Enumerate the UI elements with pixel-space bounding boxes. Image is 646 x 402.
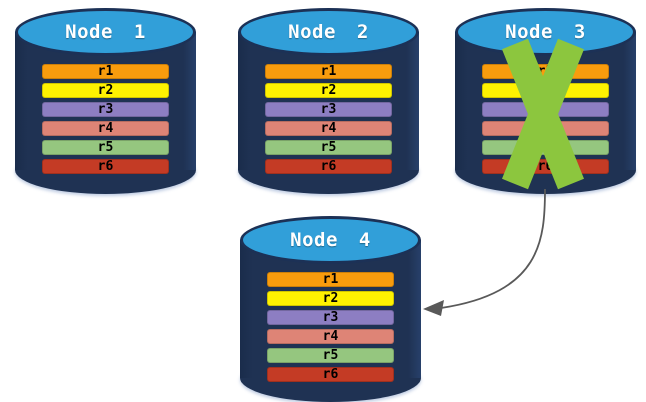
record-bar: r5 xyxy=(267,348,394,363)
node-title: Node 3 xyxy=(505,21,586,43)
record-bar: r2 xyxy=(267,291,394,306)
node-4-cylinder: Node 4 r1 r2 r3 r4 r5 r6 xyxy=(240,216,421,402)
node-title: Node 1 xyxy=(65,21,146,43)
node-1-cylinder: Node 1 r1 r2 r3 r4 r5 r6 xyxy=(15,8,196,194)
node-2-cylinder: Node 2 r1 r2 r3 r4 r5 r6 xyxy=(238,8,419,194)
record-bar: r6 xyxy=(267,367,394,382)
cylinder-top: Node 1 xyxy=(15,8,196,56)
cylinder-top: Node 4 xyxy=(240,216,421,264)
record-list: r1 r2 r3 r4 r5 r6 xyxy=(42,64,169,178)
record-bar: r4 xyxy=(42,121,169,136)
node-3-cylinder: Node 3 r1 r2 r3 r4 r5 r6 xyxy=(455,8,636,194)
record-list: r1 r2 r3 r4 r5 r6 xyxy=(265,64,392,178)
record-bar: r6 xyxy=(42,159,169,174)
record-bar: r3 xyxy=(265,102,392,117)
record-bar: r5 xyxy=(42,140,169,155)
record-list: r1 r2 r3 r4 r5 r6 xyxy=(267,272,394,386)
record-bar: r1 xyxy=(267,272,394,287)
record-bar: r4 xyxy=(267,329,394,344)
record-bar: r4 xyxy=(265,121,392,136)
record-bar: r5 xyxy=(265,140,392,155)
record-bar: r1 xyxy=(265,64,392,79)
record-bar: r2 xyxy=(265,83,392,98)
record-bar: r3 xyxy=(267,310,394,325)
record-bar: r2 xyxy=(42,83,169,98)
arrow-head-icon xyxy=(423,300,444,316)
cylinder-top: Node 3 xyxy=(455,8,636,56)
record-bar: r1 xyxy=(42,64,169,79)
failure-x-icon xyxy=(502,38,584,190)
arrow-line xyxy=(440,188,546,309)
node-title: Node 2 xyxy=(288,21,369,43)
node-title: Node 4 xyxy=(290,229,371,251)
record-bar: r3 xyxy=(42,102,169,117)
record-bar: r6 xyxy=(265,159,392,174)
cylinder-top: Node 2 xyxy=(238,8,419,56)
